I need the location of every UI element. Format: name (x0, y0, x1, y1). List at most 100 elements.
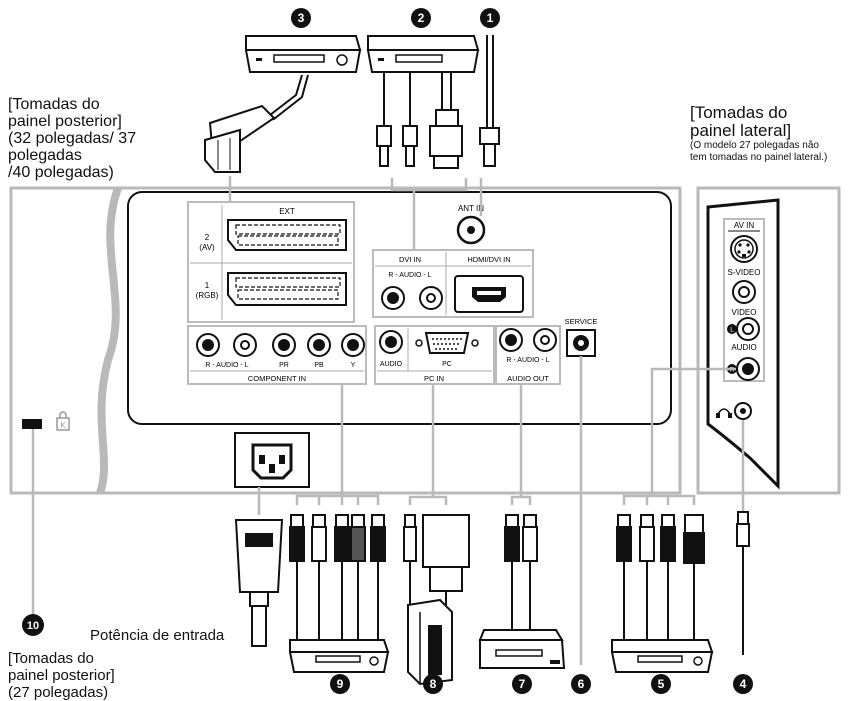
svg-text:9: 9 (337, 677, 344, 691)
set-top-box-icon (288, 639, 390, 673)
scart1-number: 1 (205, 281, 210, 290)
ext-label: EXT (279, 207, 295, 216)
svg-text:3: 3 (298, 11, 305, 25)
headphone-jack[interactable] (734, 402, 752, 420)
kensington-slot (22, 419, 42, 429)
pc-vga-port[interactable] (415, 332, 479, 354)
computer-tower-icon (407, 598, 453, 686)
rear-panel-27-title-1: [Tomadas do (8, 650, 94, 667)
svg-text:2: 2 (418, 11, 425, 25)
ext-scart-block: EXT 2 (AV) 1 (RGB) (187, 201, 355, 323)
component-pb-jack[interactable] (307, 333, 331, 357)
component-in-label: COMPONENT IN (248, 374, 306, 383)
power-plug-icon (234, 519, 284, 647)
component-y-jack[interactable] (341, 333, 365, 357)
callout-2: 2 (411, 8, 431, 28)
bottom-rca-plugs (289, 511, 750, 592)
camcorder-icon (478, 629, 566, 669)
side-video-label: VIDEO (732, 308, 757, 317)
dvi-in-label: DVI IN (399, 255, 421, 264)
side-audio-l-marker: L (730, 327, 734, 334)
device-2-plugs (376, 109, 500, 169)
svg-text:K: K (60, 421, 66, 430)
s-video-label: S-VIDEO (728, 268, 761, 277)
dvi-hdmi-block: DVI IN R - AUDIO - L HDMI/DVI IN (372, 249, 534, 318)
hdmi-port[interactable] (454, 275, 524, 313)
callout-9: 9 (330, 674, 350, 694)
pc-label: PC (442, 361, 452, 368)
audio-out-l-jack[interactable] (533, 328, 557, 352)
callout-4: 4 (733, 674, 753, 694)
side-panel-note-1: (O modelo 27 polegadas não (690, 140, 819, 151)
component-audio-r-jack[interactable] (196, 333, 220, 357)
component-pb-label: PB (314, 362, 324, 369)
side-panel-note-2: tem tomadas no painel lateral.) (690, 152, 828, 163)
side-video-jack[interactable] (732, 280, 756, 304)
kensington-lock-icon: K (56, 411, 70, 431)
svg-text:7: 7 (519, 677, 526, 691)
rear-panel-27-sizes: (27 polegadas) (8, 684, 109, 701)
svg-text:1: 1 (487, 11, 494, 25)
side-audio-r-jack[interactable] (736, 357, 760, 381)
rear-panel-sizes-2: /40 polegadas) (8, 164, 114, 181)
component-pr-jack[interactable] (272, 333, 296, 357)
scart2-number: 2 (205, 233, 210, 242)
top-cables (247, 35, 494, 130)
component-pr-label: PR (279, 362, 289, 369)
vcr-device-icon (244, 35, 362, 73)
dvi-audio-l-jack[interactable] (419, 286, 443, 310)
vcr-bottom-icon (610, 639, 714, 673)
callout-1: 1 (480, 8, 500, 28)
s-video-jack[interactable] (730, 235, 758, 263)
callout-10: 10 (22, 614, 44, 636)
callout-3: 3 (291, 8, 311, 28)
svg-text:6: 6 (578, 677, 585, 691)
side-panel-title-2: painel lateral] (690, 121, 792, 140)
callout-5: 5 (651, 674, 671, 694)
rear-panel-caption: [Tomadas do painel posterior] (32 polega… (8, 96, 208, 181)
rear-panel-27-title-2: painel posterior] (8, 667, 115, 684)
component-audio-label: R - AUDIO - L (205, 362, 248, 369)
side-audio-label: AUDIO (731, 343, 756, 352)
pc-in-block: AUDIO PC PC IN (374, 325, 495, 385)
connection-lines (31, 176, 745, 665)
dvi-audio-r-jack[interactable] (381, 286, 405, 310)
pc-in-label: PC IN (424, 374, 444, 383)
dvd-device-icon (366, 35, 480, 73)
scart-2-port[interactable] (227, 219, 347, 251)
side-panel-title-1: [Tomadas do (690, 103, 788, 122)
rear-panel-title-1: [Tomadas do (8, 96, 100, 113)
power-inlet[interactable] (234, 432, 310, 488)
scart2-av: (AV) (199, 243, 215, 252)
rear-panel-27-caption: [Tomadas do painel posterior] (27 polega… (8, 650, 208, 701)
callout-6: 6 (571, 674, 591, 694)
audio-out-r-jack[interactable] (499, 328, 523, 352)
power-input-label: Potência de entrada (90, 627, 225, 644)
headphone-icon (716, 408, 732, 418)
ant-in-port[interactable] (456, 215, 486, 245)
side-audio-l-jack[interactable] (736, 317, 760, 341)
audio-out-rl-label: R - AUDIO - L (506, 357, 549, 364)
dvi-audio-label: R - AUDIO - L (388, 272, 431, 279)
scart-1-port[interactable] (227, 272, 347, 306)
audio-out-block: R - AUDIO - L AUDIO OUT (495, 325, 561, 385)
service-label: SERVICE (565, 317, 598, 326)
rear-panel-sizes-1: (32 polegadas/ 37 polegadas (8, 130, 137, 164)
scart-plug-icon (204, 104, 276, 173)
callout-8: 8 (423, 674, 443, 694)
av-in-label: AV IN (734, 221, 755, 230)
component-y-label: Y (351, 362, 356, 369)
callout-7: 7 (512, 674, 532, 694)
scart1-rgb: (RGB) (196, 291, 219, 300)
rear-panel-title-2: painel posterior] (8, 113, 122, 130)
ant-in-label: ANT IN (458, 204, 484, 213)
side-panel-caption: [Tomadas do painel lateral] (O modelo 27… (690, 104, 848, 164)
pc-audio-jack[interactable] (379, 330, 403, 354)
svg-text:5: 5 (658, 677, 665, 691)
service-port[interactable] (566, 329, 596, 357)
audio-out-label: AUDIO OUT (507, 374, 549, 383)
svg-text:8: 8 (430, 677, 437, 691)
svg-text:4: 4 (740, 677, 747, 691)
component-audio-l-jack[interactable] (233, 333, 257, 357)
